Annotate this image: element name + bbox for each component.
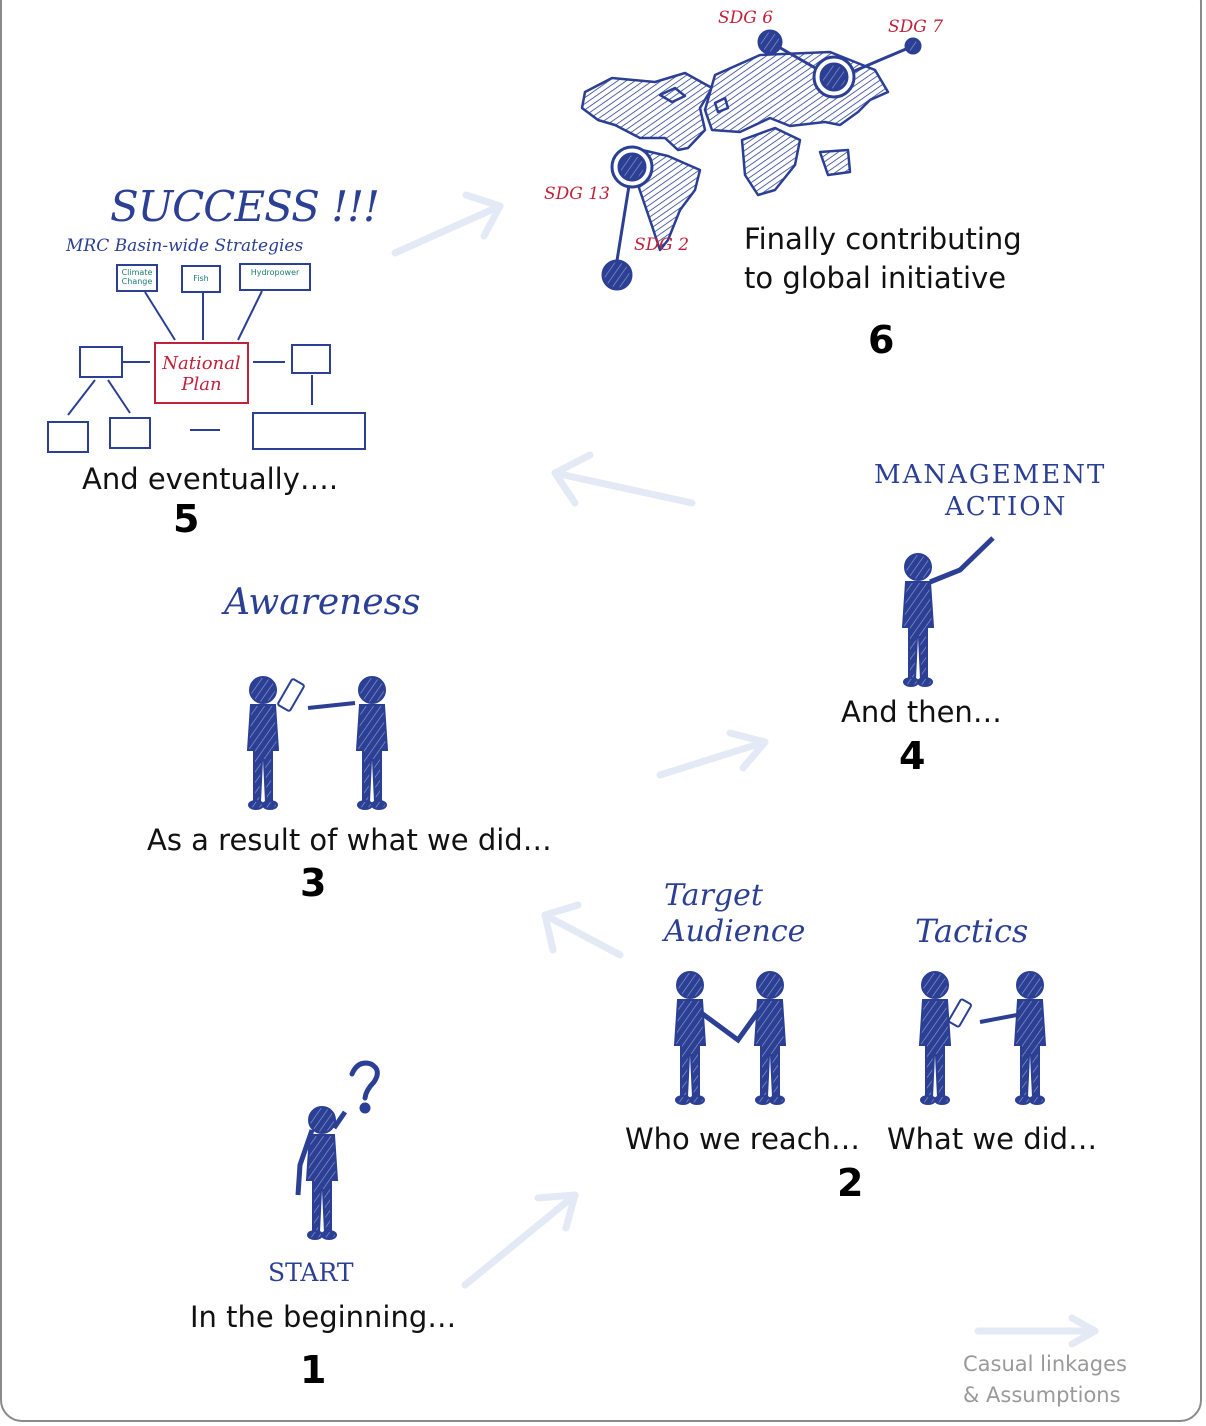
sdg-6-node-icon bbox=[757, 29, 783, 55]
arrow-2-to-3 bbox=[541, 901, 624, 959]
national-plan-line2: Plan bbox=[181, 374, 222, 395]
legend-line1: Casual linkages bbox=[963, 1352, 1127, 1376]
target-audience-label: Target Audience bbox=[664, 878, 806, 949]
step-1-number: 1 bbox=[300, 1348, 327, 1392]
national-plan-label: National Plan bbox=[155, 353, 248, 395]
step-6-caption-line2: to global initiative bbox=[744, 261, 1007, 295]
org-chart bbox=[47, 263, 366, 453]
tactics-figures bbox=[919, 971, 1046, 1105]
management-label-line1: MANAGEMENT bbox=[874, 460, 1107, 490]
arrow-1-to-2 bbox=[461, 1191, 579, 1289]
step-2-caption-right: What we did… bbox=[887, 1122, 1098, 1156]
climate-change-box-label: Climate Change bbox=[121, 268, 153, 286]
step-5-number: 5 bbox=[173, 497, 200, 541]
fish-box-label: Fish bbox=[193, 274, 209, 283]
question-mark-icon bbox=[349, 1060, 380, 1114]
step-6-caption-line1: Finally contributing bbox=[744, 222, 1022, 256]
start-label: START bbox=[268, 1258, 354, 1287]
arrow-3-to-4 bbox=[656, 729, 769, 779]
sdg-network bbox=[601, 29, 922, 291]
management-label-line2: ACTION bbox=[945, 492, 1068, 522]
sdg-7-label: SDG 7 bbox=[888, 17, 944, 37]
sdg-7-node-icon bbox=[904, 37, 922, 55]
step-6-number: 6 bbox=[868, 318, 895, 362]
step-5-caption: And eventually…. bbox=[82, 462, 339, 496]
success-title: SUCCESS !!! bbox=[110, 182, 380, 231]
sdg-6-label: SDG 6 bbox=[718, 8, 774, 28]
sdg-2-label: SDG 2 bbox=[634, 235, 690, 255]
legend-line2: & Assumptions bbox=[963, 1383, 1121, 1407]
arrow-4-to-5 bbox=[551, 451, 696, 507]
step-1-caption: In the beginning… bbox=[190, 1300, 457, 1334]
hydropower-box-label: Hydropower bbox=[250, 268, 300, 277]
start-figure bbox=[295, 1106, 348, 1240]
national-plan-line1: National bbox=[162, 353, 241, 374]
sdg-13-label: SDG 13 bbox=[544, 184, 610, 204]
step-4-number: 4 bbox=[899, 734, 926, 778]
step-3-number: 3 bbox=[300, 861, 327, 905]
strategies-subtitle: MRC Basin-wide Strategies bbox=[66, 236, 304, 256]
handshake-figures bbox=[674, 971, 786, 1105]
step-2-number: 2 bbox=[837, 1161, 864, 1205]
sdg-2-node-icon bbox=[601, 259, 633, 291]
legend: Casual linkages & Assumptions bbox=[963, 1349, 1127, 1411]
awareness-label: Awareness bbox=[224, 582, 421, 623]
step-3-caption: As a result of what we did… bbox=[147, 823, 552, 857]
step-4-caption: And then… bbox=[841, 695, 1002, 729]
awareness-figures bbox=[247, 676, 388, 810]
arrow-5-to-6 bbox=[391, 191, 504, 257]
management-figure bbox=[902, 536, 995, 687]
legend-arrow bbox=[974, 1314, 1099, 1348]
tactics-label: Tactics bbox=[915, 912, 1029, 950]
step-2-caption-left: Who we reach… bbox=[625, 1122, 861, 1156]
